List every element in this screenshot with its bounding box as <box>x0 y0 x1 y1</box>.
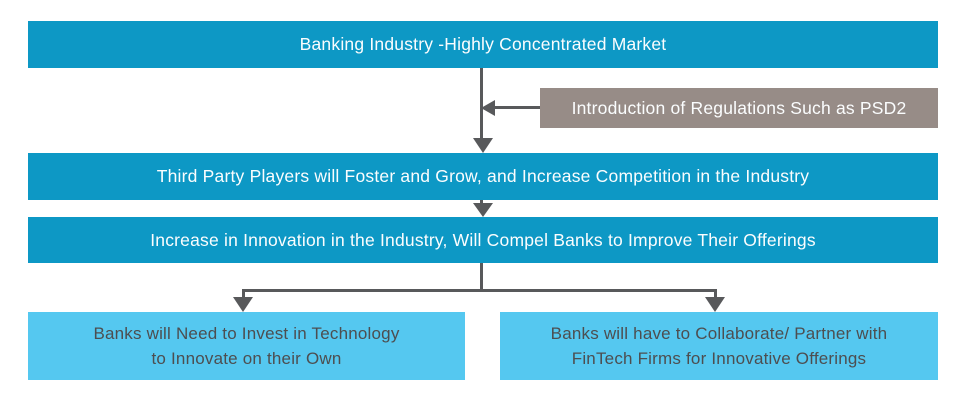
connector-branch-left-stub <box>242 289 245 297</box>
regulation-label: Introduction of Regulations Such as PSD2 <box>571 97 907 118</box>
outcome-collaborate-fintech-box: Banks will have to Collaborate/ Partner … <box>500 312 938 380</box>
third-party-label: Third Party Players will Foster and Grow… <box>156 166 810 186</box>
arrow-down-icon <box>473 138 493 153</box>
connector-thirdparty-to-innovation <box>480 200 483 205</box>
outcome-invest-line2: to Innovate on their Own <box>151 349 342 368</box>
connector-branch-horizontal <box>242 289 717 292</box>
connector-branch-right-stub <box>714 289 717 297</box>
outcome-collaborate-line2: FinTech Firms for Innovative Offerings <box>571 349 867 368</box>
third-party-bar: Third Party Players will Foster and Grow… <box>28 153 938 200</box>
outcome-collaborate-line1: Banks will have to Collaborate/ Partner … <box>550 324 888 343</box>
outcome-invest-technology-box: Banks will Need to Invest in Technology … <box>28 312 465 380</box>
outcome-invest-line1: Banks will Need to Invest in Technology <box>93 324 400 343</box>
arrow-down-icon <box>705 297 725 312</box>
regulation-box: Introduction of Regulations Such as PSD2 <box>540 88 938 128</box>
connector-branch-stem <box>480 263 483 292</box>
connector-regulation-feeder <box>495 106 540 109</box>
innovation-label: Increase in Innovation in the Industry, … <box>150 229 816 250</box>
arrow-down-icon <box>233 297 253 312</box>
innovation-bar: Increase in Innovation in the Industry, … <box>28 217 938 263</box>
banking-market-label: Banking Industry -Highly Concentrated Ma… <box>299 34 667 54</box>
banking-market-bar: Banking Industry -Highly Concentrated Ma… <box>28 21 938 68</box>
arrow-left-icon <box>481 100 495 116</box>
arrow-down-icon <box>473 203 493 217</box>
